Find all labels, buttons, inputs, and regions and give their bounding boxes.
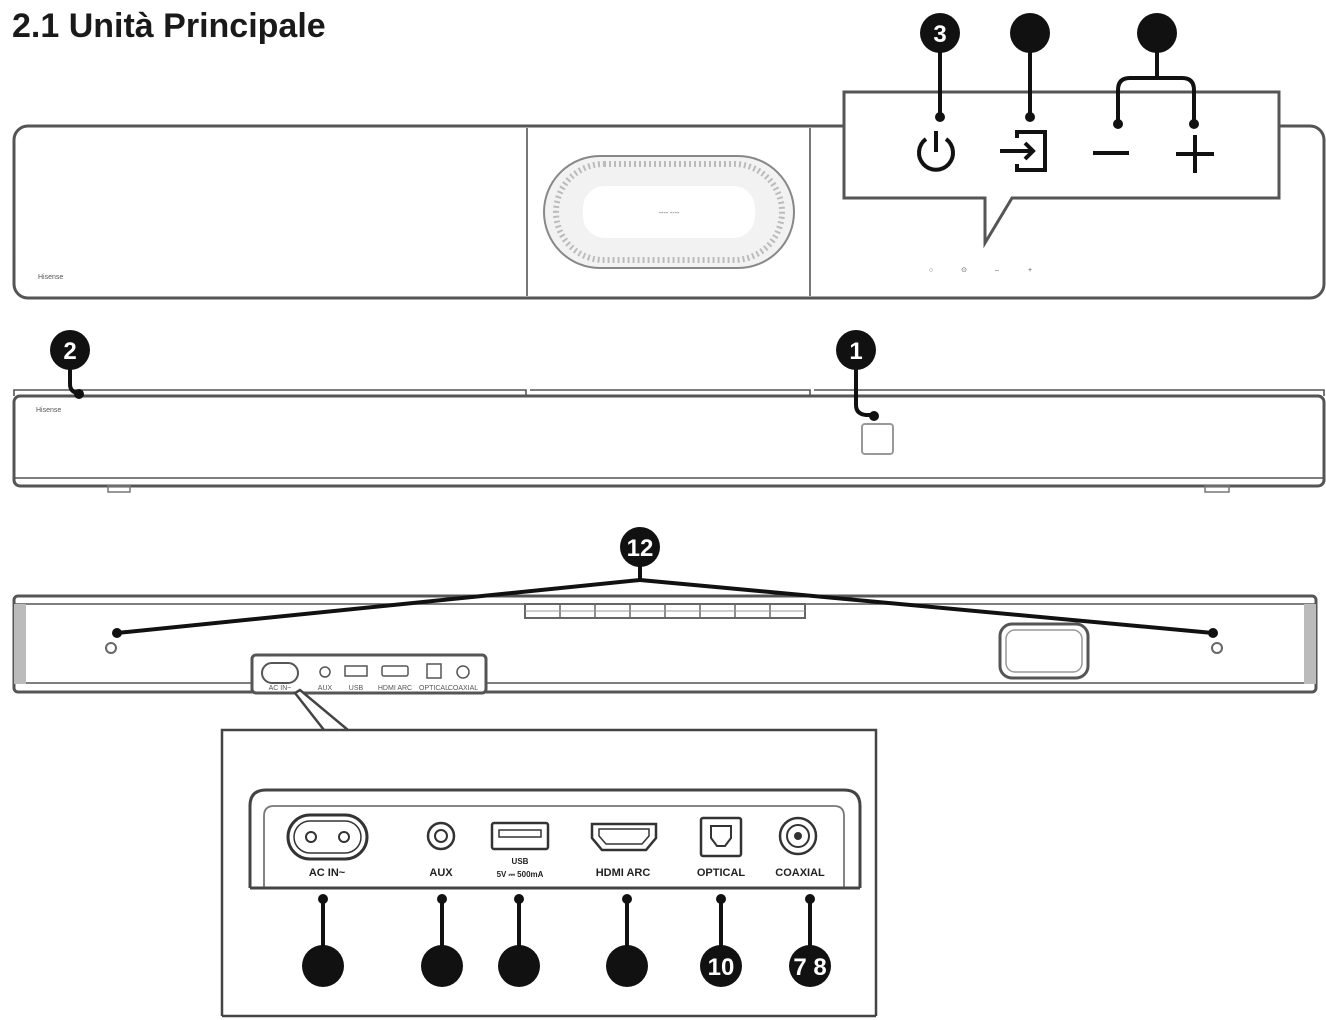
volume-up-icon bbox=[1176, 135, 1214, 173]
source-input-icon bbox=[1000, 130, 1047, 172]
callout-coaxial-number: 7 8 bbox=[793, 954, 826, 981]
aux-label: AUX bbox=[429, 867, 453, 879]
callout-3-number: 3 bbox=[933, 21, 946, 48]
led-vol-up-symbol: + bbox=[1028, 267, 1032, 274]
led-source-symbol: ⊙ bbox=[961, 267, 967, 274]
handle-recess bbox=[998, 622, 1090, 680]
top-view: Hisense ---- ---- ○ ⊙ – + bbox=[12, 13, 1326, 300]
ac-in-label: AC IN~ bbox=[309, 867, 346, 879]
callout-optical-number: 10 bbox=[708, 954, 735, 981]
rear-mini-label-usb: USB bbox=[349, 685, 364, 692]
callout-ac-in bbox=[302, 945, 344, 987]
power-icon bbox=[917, 131, 955, 172]
rear-mini-label-hdmi: HDMI ARC bbox=[378, 685, 412, 692]
callout-input bbox=[1010, 13, 1050, 53]
brand-logo-top: Hisense bbox=[38, 274, 63, 281]
callout-usb bbox=[498, 945, 540, 987]
callout-optical bbox=[700, 945, 742, 987]
hdmi-port bbox=[590, 822, 658, 852]
wall-mount-hole-right bbox=[1211, 642, 1223, 654]
rear-view: AC IN~ AUX USB HDMI ARC OPTICAL COAXIAL … bbox=[12, 527, 1318, 695]
callout-1-number: 1 bbox=[849, 338, 862, 365]
callout-coaxial bbox=[789, 945, 831, 987]
rear-mini-label-optical: OPTICAL bbox=[419, 685, 449, 692]
ports-zoom: AC IN~ AUX USB 5V ⎓ 500mA HDMI ARC OPTIC… bbox=[220, 688, 878, 1018]
remote-sensor bbox=[861, 423, 894, 455]
button-panel-zoom bbox=[842, 90, 1281, 249]
front-display: Hisense bbox=[36, 407, 61, 414]
led-vol-down-symbol: – bbox=[995, 267, 999, 274]
callout-hdmi bbox=[606, 945, 648, 987]
led-power-symbol: ○ bbox=[929, 267, 933, 274]
usb-label: USB bbox=[512, 857, 529, 866]
callout-2-number: 2 bbox=[63, 338, 76, 365]
callout-3 bbox=[920, 13, 960, 53]
wall-mount-hole-left bbox=[105, 642, 117, 654]
rear-mini-label-aux: AUX bbox=[318, 685, 333, 692]
hdmi-label: HDMI ARC bbox=[596, 867, 651, 879]
coaxial-port bbox=[778, 816, 818, 856]
ac-in-port bbox=[286, 813, 369, 861]
callout-volume bbox=[1137, 13, 1177, 53]
display-text: ---- ---- bbox=[659, 210, 680, 217]
ports-zoom-housing bbox=[248, 788, 862, 888]
usb-rating-label: 5V ⎓ 500mA bbox=[497, 870, 544, 879]
callout-aux bbox=[421, 945, 463, 987]
coaxial-label: COAXIAL bbox=[775, 867, 825, 879]
front-view: Hisense 2 1 bbox=[12, 330, 1326, 493]
optical-port bbox=[699, 816, 743, 858]
front-view-body bbox=[12, 394, 1326, 488]
rear-mini-label-coaxial: COAXIAL bbox=[448, 685, 478, 692]
callout-2 bbox=[50, 330, 90, 370]
aux-port bbox=[426, 821, 456, 851]
callout-1 bbox=[836, 330, 876, 370]
optical-label: OPTICAL bbox=[697, 867, 746, 879]
rear-vent bbox=[524, 603, 806, 619]
rear-mini-label-ac: AC IN~ bbox=[269, 685, 292, 692]
callout-12-number: 12 bbox=[627, 535, 654, 562]
section-heading: 2.1 Unità Principale bbox=[12, 7, 326, 45]
usb-port bbox=[490, 821, 550, 851]
callout-12 bbox=[620, 527, 660, 567]
